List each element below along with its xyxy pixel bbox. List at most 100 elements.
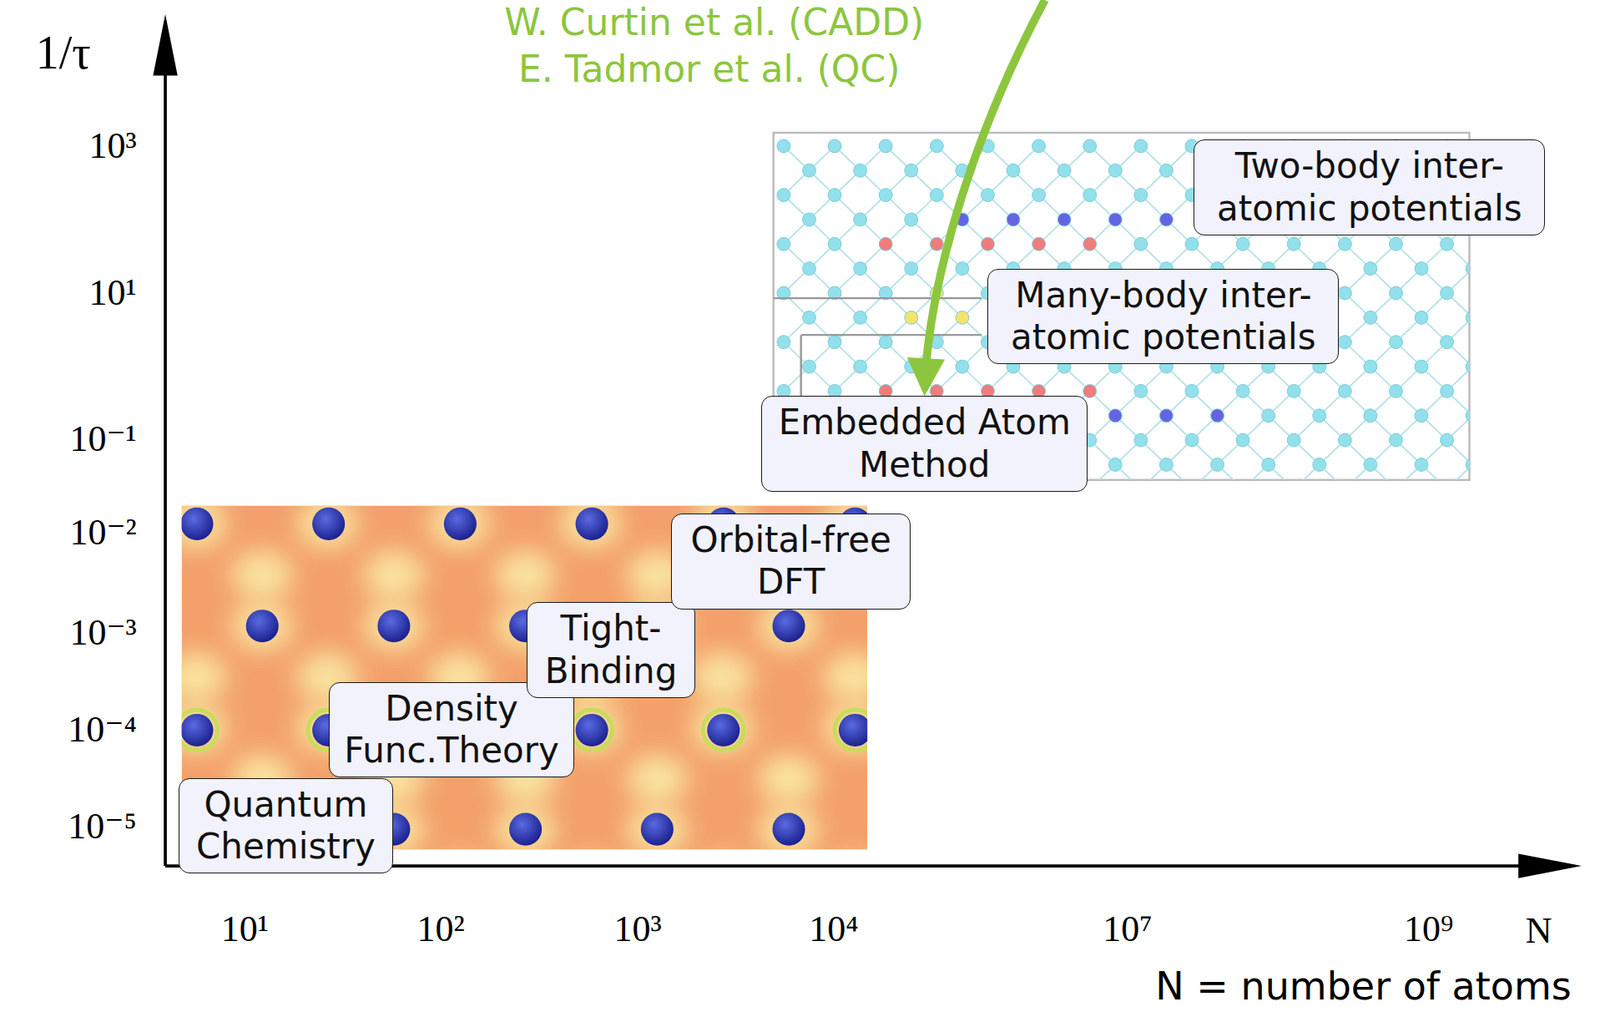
method-box: Two-body inter- atomic potentials: [1193, 139, 1545, 236]
density-blob: [560, 504, 621, 548]
lattice-atom: [1312, 408, 1327, 423]
method-name: Density Func.Theory: [339, 687, 565, 773]
atom-dot: [575, 713, 609, 747]
lattice-atom: [1465, 458, 1469, 472]
lattice-atom: [1363, 359, 1378, 374]
lattice-atom: [878, 188, 893, 202]
lattice-atom: [1312, 458, 1327, 472]
method-box: Many-body inter- atomic potentials: [987, 268, 1339, 365]
lattice-atom: [878, 335, 893, 349]
atom-dot: [772, 609, 805, 642]
lattice-atom: [1465, 310, 1469, 324]
lattice-atom: [1108, 458, 1122, 472]
lattice-atom: [853, 262, 868, 276]
axes: [152, 14, 1582, 879]
lattice-atom: [1134, 237, 1148, 251]
density-blob: [494, 550, 556, 600]
lattice-atom: [904, 163, 919, 177]
lattice-atom: [1236, 433, 1250, 447]
lattice-atom: [777, 237, 791, 251]
lattice-atom: [1083, 139, 1097, 153]
lattice-atom: [1337, 383, 1352, 398]
lattice-atom: [1440, 383, 1454, 398]
density-blob: [181, 652, 228, 702]
density-blob: [297, 504, 359, 548]
lattice-atom: [1185, 237, 1199, 251]
atom-dot: [575, 507, 609, 541]
credit-text: E. Tadmor et al. (QC): [518, 49, 900, 90]
lattice-atom: [1236, 237, 1250, 251]
density-blob: [232, 550, 293, 600]
credit-text: W. Curtin et al. (CADD): [504, 2, 924, 43]
atom-dot: [838, 713, 868, 747]
lattice-atom: [1363, 408, 1378, 423]
density-blob: [363, 600, 424, 651]
axis-title: 1/τ: [35, 27, 91, 80]
lattice-atom: [1363, 458, 1378, 472]
lattice-atom: [929, 237, 944, 251]
lattice-atom: [1032, 237, 1046, 251]
lattice-atom: [904, 262, 919, 276]
lattice-atom: [1236, 383, 1250, 398]
lattice-atom: [827, 188, 842, 202]
lattice-atom: [904, 310, 919, 324]
lattice-atom: [802, 212, 817, 227]
lattice-atom: [1083, 188, 1097, 202]
density-blob: [757, 805, 819, 850]
lattice-atom: [1389, 237, 1404, 251]
lattice-atom: [1134, 433, 1148, 447]
lattice-atom: [1389, 335, 1404, 349]
density-blob: [181, 703, 228, 753]
lattice-atom: [1414, 458, 1429, 472]
x-arrowhead: [1518, 852, 1582, 878]
tick-label: 10¹: [89, 272, 137, 313]
lattice-atom: [1363, 310, 1378, 324]
lattice-atom: [1185, 433, 1199, 447]
lattice-atom: [981, 237, 995, 251]
lattice-atom: [802, 163, 817, 177]
lattice-atom: [853, 310, 868, 324]
lattice-atom: [827, 335, 842, 349]
density-blobs: [181, 504, 869, 849]
lattice-atom: [1211, 408, 1225, 423]
lattice-atom: [929, 188, 944, 202]
lattice-atom: [802, 310, 817, 324]
y-arrowhead: [152, 14, 177, 76]
method-name: Many-body inter- atomic potentials: [998, 274, 1328, 359]
lattice-atom: [1159, 212, 1173, 227]
lattice-atom: [955, 359, 970, 374]
lattice-atom: [827, 237, 842, 251]
atom-dot: [181, 507, 214, 541]
atom-halo: [834, 709, 868, 751]
tick-label: 10¹: [221, 908, 269, 949]
atom-halo: [702, 709, 744, 751]
lattice-atom: [1440, 335, 1454, 349]
atom-dot: [509, 812, 542, 846]
atom-dot: [246, 609, 279, 642]
atom-dot: [444, 507, 477, 541]
method-box: Embedded Atom Method: [761, 395, 1088, 492]
lattice-atom: [1389, 286, 1404, 300]
density-blob: [181, 504, 228, 548]
lattice-atom: [1363, 262, 1378, 276]
lattice-atom: [929, 139, 944, 153]
lattice-atom: [904, 212, 919, 227]
lattice-atom: [802, 359, 817, 374]
density-blob: [757, 754, 819, 804]
tick-label: 10⁻¹: [69, 418, 137, 460]
lattice-atom: [1083, 237, 1097, 251]
lattice-atom: [1006, 163, 1020, 177]
lattice-atom: [777, 335, 791, 349]
lattice-atom: [1337, 286, 1352, 300]
lattice-atom: [1414, 310, 1429, 324]
lattice-atom: [1287, 383, 1301, 398]
tick-label: 10⁹: [1403, 908, 1454, 949]
lattice-atom: [1134, 188, 1148, 202]
lattice-atom: [1057, 163, 1071, 177]
lattice-atom: [1159, 163, 1173, 177]
density-map: [181, 504, 869, 849]
lattice-atom: [1185, 383, 1199, 398]
lattice-atom: [1083, 383, 1097, 398]
axis-name: N: [1525, 910, 1553, 951]
method-box: Orbital-free DFT: [671, 513, 910, 610]
